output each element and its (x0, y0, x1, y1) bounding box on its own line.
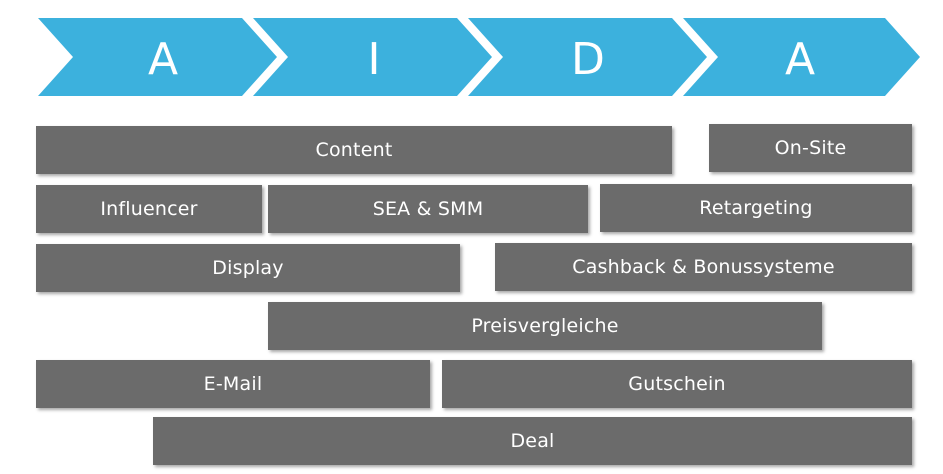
bar-gutschein: Gutschein (442, 360, 912, 408)
stage-arrow-interest (253, 18, 492, 96)
stage-arrow-attention (38, 18, 277, 96)
bar-content: Content (36, 126, 672, 174)
stage-letter-desire: D (571, 34, 605, 85)
aida-stages: A I D A (38, 18, 920, 96)
bar-preisvergleiche: Preisvergleiche (268, 302, 822, 350)
bar-retargeting: Retargeting (600, 184, 912, 232)
bar-deal: Deal (153, 417, 912, 465)
stage-arrow-desire (468, 18, 707, 96)
stage-letter-interest: I (368, 34, 381, 85)
stage-letter-action: A (785, 34, 815, 85)
bar-email: E-Mail (36, 360, 430, 408)
stage-letter-attention: A (148, 34, 178, 85)
bar-influencer: Influencer (36, 185, 262, 233)
bar-cashback: Cashback & Bonussysteme (495, 243, 912, 291)
stage-arrow-action (683, 18, 920, 96)
bar-sea-smm: SEA & SMM (268, 185, 588, 233)
bar-on-site: On-Site (709, 124, 912, 172)
bar-display: Display (36, 244, 460, 292)
